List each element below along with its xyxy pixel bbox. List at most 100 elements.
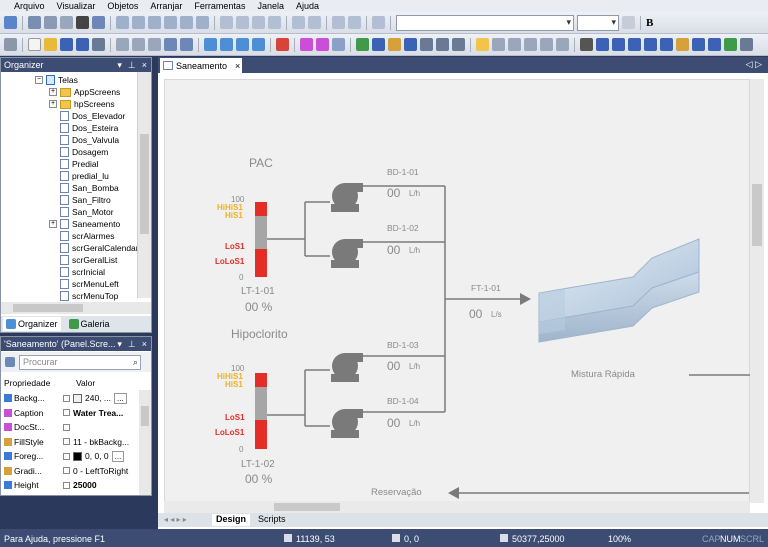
- screen-canvas[interactable]: PAC 100 HiHiS1 HiS1 LoS1 LoLoS1 0 LT-1-0…: [164, 79, 751, 503]
- save-all-icon[interactable]: [76, 38, 89, 51]
- table-icon[interactable]: [540, 38, 553, 51]
- align-top-icon[interactable]: [164, 16, 177, 29]
- pump-bd-1-02[interactable]: [331, 239, 363, 268]
- menu-visualizar[interactable]: Visualizar: [56, 1, 96, 11]
- cut-icon[interactable]: [116, 38, 129, 51]
- categorized-icon[interactable]: [5, 357, 15, 367]
- line-color-icon[interactable]: [44, 16, 57, 29]
- run-icon[interactable]: [276, 38, 289, 51]
- property-value-cell[interactable]: 11 - bkBackg...: [63, 437, 139, 447]
- align-left-icon[interactable]: [116, 16, 129, 29]
- polyline-tool-icon[interactable]: [596, 38, 609, 51]
- pointer-icon[interactable]: [476, 38, 489, 51]
- pump-bd-1-04[interactable]: [331, 409, 363, 438]
- align-middle-icon[interactable]: [180, 16, 193, 29]
- shadow-icon[interactable]: [92, 16, 105, 29]
- property-search-input[interactable]: Procurar⌕: [19, 354, 141, 370]
- canvas-vertical-scrollbar[interactable]: [750, 79, 764, 503]
- window-icon[interactable]: [332, 38, 345, 51]
- pump-bd-1-03[interactable]: [331, 353, 363, 382]
- screen-list-icon[interactable]: [252, 38, 265, 51]
- wrench-icon[interactable]: [556, 38, 569, 51]
- tree-item[interactable]: scrMenuTop: [49, 290, 118, 302]
- bring-front-icon[interactable]: [252, 16, 265, 29]
- menu-objetos[interactable]: Objetos: [107, 1, 139, 11]
- grid-view-icon[interactable]: [436, 38, 449, 51]
- tab-scripts[interactable]: Scripts: [258, 514, 286, 524]
- same-width-icon[interactable]: [292, 16, 305, 29]
- save-icon[interactable]: [60, 38, 73, 51]
- pin-icon[interactable]: ⊥: [127, 59, 136, 70]
- text-tool-icon[interactable]: [740, 38, 753, 51]
- tree-horizontal-scrollbar[interactable]: [1, 302, 151, 314]
- align-bottom-icon[interactable]: [196, 16, 209, 29]
- tree-item[interactable]: scrAlarmes: [49, 230, 115, 242]
- menu-ferramentas[interactable]: Ferramentas: [194, 1, 246, 11]
- tree-item[interactable]: scrInicial: [49, 266, 105, 278]
- grid-icon[interactable]: [372, 16, 385, 29]
- dropdown-icon[interactable]: ▾: [117, 59, 122, 70]
- hipo-level-bar[interactable]: [255, 373, 267, 449]
- tab-nav-arrows-icon[interactable]: ◂ ◂ ▸ ▸: [164, 515, 187, 524]
- ellipsis-button[interactable]: ...: [114, 392, 127, 404]
- same-height-icon[interactable]: [308, 16, 321, 29]
- paste-icon[interactable]: [148, 38, 161, 51]
- display-tool-icon[interactable]: [724, 38, 737, 51]
- pump-bd-1-01[interactable]: [331, 183, 363, 212]
- menu-janela[interactable]: Janela: [257, 1, 284, 11]
- tab-design[interactable]: Design: [212, 514, 251, 526]
- mixing-tank[interactable]: [538, 238, 700, 343]
- close-icon[interactable]: ×: [141, 59, 147, 70]
- tree-item[interactable]: Dos_Elevador: [49, 110, 125, 122]
- flip-h-icon[interactable]: [332, 16, 345, 29]
- button-tool-icon[interactable]: [692, 38, 705, 51]
- tree-item[interactable]: San_Bomba: [49, 182, 119, 194]
- zoom-icon[interactable]: [524, 38, 537, 51]
- image-tool-icon[interactable]: [708, 38, 721, 51]
- search-icon[interactable]: ⌕: [132, 356, 138, 367]
- scroll-thumb[interactable]: [140, 134, 149, 234]
- chart-icon[interactable]: [420, 38, 433, 51]
- database-icon[interactable]: [372, 38, 385, 51]
- undo-icon[interactable]: [164, 38, 177, 51]
- new-icon[interactable]: [28, 38, 41, 51]
- scroll-thumb[interactable]: [13, 304, 83, 312]
- expand-icon[interactable]: +: [49, 100, 57, 108]
- layout-icon[interactable]: [4, 16, 17, 29]
- property-value-cell[interactable]: 0, 0, 0...: [63, 450, 139, 462]
- scroll-thumb[interactable]: [752, 184, 762, 246]
- align-center-icon[interactable]: [132, 16, 145, 29]
- tree-item[interactable]: scrGeralCalendar: [49, 242, 138, 254]
- flip-v-icon[interactable]: [348, 16, 361, 29]
- line-style-icon[interactable]: [60, 16, 73, 29]
- rectangle-tool-icon[interactable]: [612, 38, 625, 51]
- pin-icon[interactable]: ⊥: [127, 338, 136, 349]
- redo-icon[interactable]: [180, 38, 193, 51]
- font-size-combo[interactable]: [577, 14, 619, 31]
- property-value-cell[interactable]: Water Trea...: [63, 408, 139, 418]
- tree-item[interactable]: scrMenuLeft: [49, 278, 119, 290]
- property-row[interactable]: DocSt...: [1, 421, 139, 433]
- dropdown-icon[interactable]: ▾: [117, 338, 122, 349]
- ellipse-tool-icon[interactable]: [644, 38, 657, 51]
- close-icon[interactable]: ×: [141, 338, 147, 349]
- report-icon[interactable]: [452, 38, 465, 51]
- send-back-icon[interactable]: [268, 16, 281, 29]
- expand-icon[interactable]: +: [49, 88, 57, 96]
- property-value-cell[interactable]: [63, 423, 139, 431]
- tree-item[interactable]: Dos_Valvula: [49, 134, 119, 146]
- tree-item[interactable]: San_Motor: [49, 206, 114, 218]
- pac-level-bar[interactable]: [255, 202, 267, 277]
- screen-new-icon[interactable]: [220, 38, 233, 51]
- line-tool-icon[interactable]: [580, 38, 593, 51]
- tab-organizer[interactable]: Organizer: [3, 317, 61, 331]
- ungroup-icon[interactable]: [236, 16, 249, 29]
- scroll-thumb[interactable]: [141, 406, 149, 426]
- rounded-rect-tool-icon[interactable]: [628, 38, 641, 51]
- group-icon[interactable]: [220, 16, 233, 29]
- tree-item[interactable]: predial_lu: [49, 170, 109, 182]
- ellipsis-button[interactable]: ...: [111, 450, 125, 462]
- tree-item[interactable]: scrGeralList: [49, 254, 117, 266]
- tree-vertical-scrollbar[interactable]: [137, 72, 151, 298]
